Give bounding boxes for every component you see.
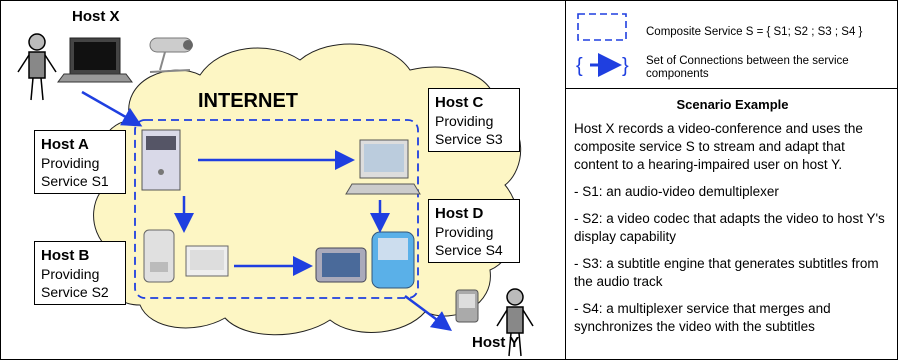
host-b-note: Host B Providing Service S2 (34, 241, 126, 305)
legend-composite-text: Composite Service S = { S1; S2 ; S3 ; S4… (646, 26, 863, 38)
tower-pc-icon (141, 129, 181, 191)
legend-close-brace: } (622, 55, 629, 77)
host-c-note: Host C Providing Service S3 (428, 88, 520, 152)
desktop-monitor-icon (345, 139, 421, 195)
legend-open-brace: { (576, 55, 583, 77)
host-d-line2: Service S4 (435, 242, 503, 258)
host-b-line2: Service S2 (41, 284, 109, 300)
host-c-line1: Providing (435, 113, 494, 129)
service-diagram (17, 33, 534, 357)
legend-symbols: { } (576, 13, 629, 77)
host-a-note: Host A Providing Service S1 (34, 130, 126, 194)
scenario-item-s4: - S4: a multiplexer service that merges … (574, 301, 831, 334)
scenario-title: Scenario Example (676, 97, 789, 112)
connection-x-to-a (81, 90, 143, 127)
host-a-line2: Service S1 (41, 173, 109, 189)
info-panel: { } Composite Service S = { S1; S2 ; S3 … (565, 0, 898, 360)
host-d-name: Host D (435, 205, 484, 222)
host-x-label: Host X (72, 8, 120, 25)
host-d-line1: Providing (435, 224, 494, 240)
host-b-line1: Providing (41, 266, 100, 282)
pda-icon (455, 289, 479, 323)
scenario-intro: Host X records a video-conference and us… (574, 121, 863, 172)
tablet-display-icon (315, 247, 367, 283)
host-a-line1: Providing (41, 155, 100, 171)
person-y-icon (496, 288, 534, 357)
laptop-icon (57, 37, 133, 83)
host-c-name: Host C (435, 94, 484, 111)
host-y-label: Host Y (472, 334, 520, 351)
scenario-item-s1: - S1: an audio-video demultiplexer (574, 184, 779, 199)
flat-display-icon (185, 245, 229, 277)
connection-d-to-y (404, 294, 453, 331)
host-a-name: Host A (41, 136, 89, 153)
host-b-name: Host B (41, 247, 90, 264)
legend-dashed-box-icon (577, 13, 627, 41)
person-x-icon (17, 33, 57, 101)
host-c-line2: Service S3 (435, 131, 503, 147)
imac-icon (371, 231, 415, 289)
composite-service-boundary (134, 119, 419, 299)
internet-label: INTERNET (198, 90, 298, 112)
legend: { } Composite Service S = { S1; S2 ; S3 … (566, 0, 898, 89)
scenario-item-s2: - S2: a video codec that adapts the vide… (574, 211, 885, 244)
scenario-section: Scenario Example Host X records a video-… (566, 88, 898, 345)
scenario-item-s3: - S3: a subtitle engine that generates s… (574, 256, 879, 289)
host-d-note: Host D Providing Service S4 (428, 199, 520, 263)
mac-tower-icon (143, 229, 175, 283)
legend-connections-text: Set of Connections between the service c… (646, 55, 849, 80)
webcam-icon (149, 37, 193, 73)
